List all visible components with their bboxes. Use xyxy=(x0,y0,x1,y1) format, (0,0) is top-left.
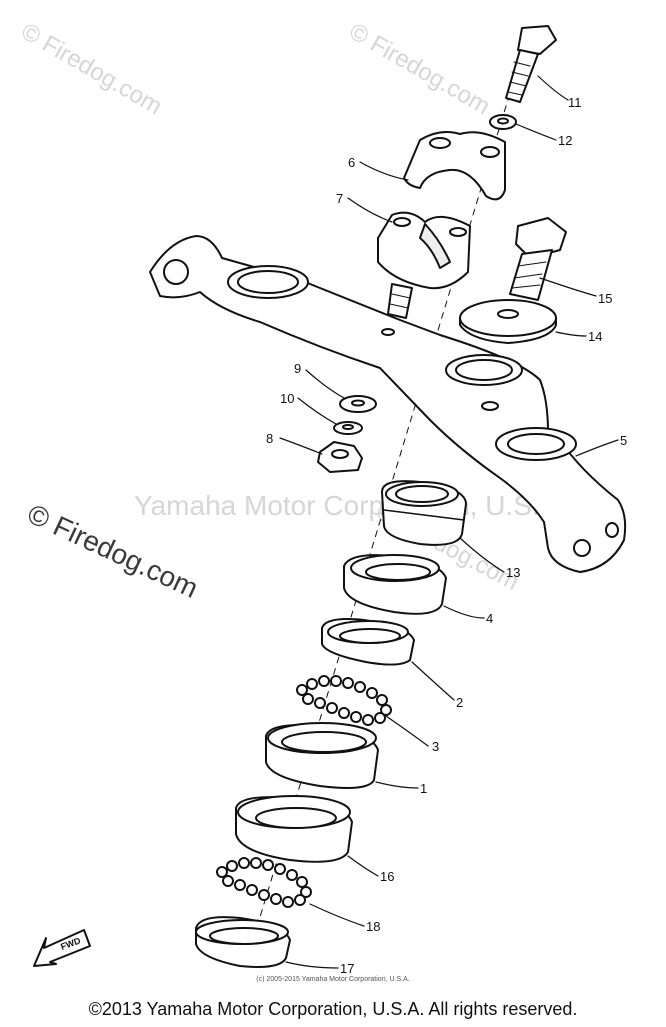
part-15-bolt xyxy=(509,217,567,301)
callout-11: 11 xyxy=(568,95,582,110)
part-3-ball-bearings xyxy=(296,675,392,726)
callout-1: 1 xyxy=(420,781,428,796)
leader-4 xyxy=(443,605,485,619)
leader-2 xyxy=(411,661,455,701)
part-7-lower-holder xyxy=(377,211,471,319)
callout-12: 12 xyxy=(558,133,573,148)
callout-10: 10 xyxy=(280,391,295,406)
leader-18 xyxy=(309,903,365,927)
leader-13 xyxy=(459,537,505,573)
fine-print-copyright: (c) 2005-2015 Yamaha Motor Corporation, … xyxy=(256,976,410,983)
part-4-cover xyxy=(343,554,447,615)
part-13-ring-nut xyxy=(381,480,467,546)
part-14-washer xyxy=(459,299,557,344)
leader-8 xyxy=(279,437,323,455)
leader-15 xyxy=(539,277,597,297)
part-17-lower-race xyxy=(195,916,291,968)
part-16-lower-cup xyxy=(235,795,353,863)
callout-15: 15 xyxy=(598,291,613,306)
fwd-arrow-icon xyxy=(33,929,91,967)
part-10-lock-washer xyxy=(333,421,363,435)
callout-14: 14 xyxy=(588,329,603,344)
callout-13: 13 xyxy=(506,565,521,580)
part-11-bolt xyxy=(505,25,557,103)
leader-7 xyxy=(347,197,393,223)
callout-16: 16 xyxy=(380,869,395,884)
watermark-yamaha-center: Yamaha Motor Corporation, U.S.A. xyxy=(134,490,567,521)
part-12-washer xyxy=(489,114,517,130)
leader-5 xyxy=(575,439,619,457)
leader-14 xyxy=(555,331,587,337)
part-5-upper-bracket xyxy=(149,235,627,573)
callout-5: 5 xyxy=(620,433,628,448)
callout-6: 6 xyxy=(348,155,356,170)
callout-9: 9 xyxy=(294,361,302,376)
leader-10 xyxy=(297,397,337,425)
leader-6 xyxy=(359,161,409,181)
callout-7: 7 xyxy=(336,191,344,206)
part-2-bearing-race xyxy=(321,618,415,666)
callout-17: 17 xyxy=(340,961,355,976)
callout-2: 2 xyxy=(456,695,464,710)
callout-4: 4 xyxy=(486,611,494,626)
leader-17 xyxy=(285,961,339,969)
leader-1 xyxy=(375,781,419,789)
part-9-washer xyxy=(339,395,377,413)
leader-12 xyxy=(515,123,557,141)
callout-18: 18 xyxy=(366,919,381,934)
leader-3 xyxy=(385,715,429,747)
callout-8: 8 xyxy=(266,431,274,446)
leader-9 xyxy=(305,369,345,399)
part-1-bearing-cup xyxy=(265,722,379,789)
part-6-upper-clamp xyxy=(403,131,506,201)
leader-16 xyxy=(347,855,379,877)
leader-11 xyxy=(537,75,569,101)
callout-3: 3 xyxy=(432,739,440,754)
part-8-nut xyxy=(317,441,363,473)
copyright-footer: ©2013 Yamaha Motor Corporation, U.S.A. A… xyxy=(88,999,578,1019)
part-18-ball-bearings xyxy=(216,857,312,908)
